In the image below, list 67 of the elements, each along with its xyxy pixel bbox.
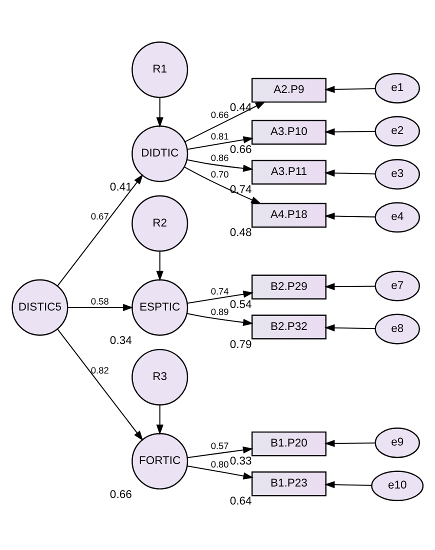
edge-label: 0.67 [90,212,109,222]
node-box: A3.P10 [251,120,326,145]
arrow [324,481,372,488]
node-ellipse: e9 [374,428,420,458]
arrow [324,170,376,177]
edge-label: 0.58 [90,296,109,307]
arrow [324,128,376,136]
arrow [324,324,376,332]
node-circle: R3 [132,348,188,406]
node-label: 0.33 [230,456,252,468]
node-label: 0.34 [110,335,132,348]
node-label: 0.41 [110,182,132,194]
arrow [57,328,144,441]
arrow [324,212,376,220]
arrow [324,440,376,447]
arrow [156,98,164,128]
node-ellipse: e8 [374,314,420,344]
edge-label: 0.57 [210,441,229,452]
node-ellipse: e1 [374,72,420,104]
arrow [324,86,376,93]
node-label: 0.64 [230,496,252,508]
arrow [57,174,144,286]
node-circle: DIDTIC [132,126,188,182]
node-circle: FORTIC [132,432,188,490]
edge-label: 0.74 [210,286,229,296]
node-box: B1.P23 [251,471,326,496]
node-label: 0.66 [110,488,132,501]
node-circle: ESPTIC [132,279,188,336]
node-circle: DISTIC5 [12,279,68,336]
arrow [184,101,266,142]
arrow [186,159,254,172]
edge-label: 0.80 [210,460,229,470]
node-box: A3.P11 [251,160,326,185]
node-box: B2.P32 [251,314,326,340]
arrow [184,166,262,204]
arrow [68,304,134,312]
node-ellipse: e2 [374,116,420,147]
arrow [187,446,254,458]
edge-label: 0.86 [210,153,229,164]
arrow [186,312,254,326]
edge-label: 0.66 [210,110,229,120]
arrow [156,405,164,435]
arrow [187,136,254,150]
node-box: A2.P9 [251,78,326,103]
arrow [324,283,376,290]
arrow [187,465,254,480]
node-box: B1.P20 [251,431,326,456]
edge-label: 0.70 [210,170,229,180]
node-label: 0.54 [230,298,252,311]
node-label: 0.44 [230,102,252,114]
node-circle: R2 [132,195,188,252]
arrow [156,252,164,282]
edge-label: 0.81 [210,132,229,142]
node-ellipse: e4 [374,202,420,233]
node-ellipse: e7 [374,270,420,302]
node-label: 0.48 [230,227,252,240]
node-circle: R1 [132,41,188,98]
node-label: 0.79 [230,338,252,351]
arrow [187,290,254,304]
edge-label: 0.89 [210,306,229,317]
node-ellipse: e10 [371,470,424,502]
node-label: 0.74 [230,184,252,196]
edge-label: 0.82 [90,365,109,376]
node-box: A4.P18 [251,202,326,228]
node-label: 0.66 [230,144,252,156]
node-box: B2.P29 [251,274,326,300]
node-ellipse: e3 [374,159,420,190]
